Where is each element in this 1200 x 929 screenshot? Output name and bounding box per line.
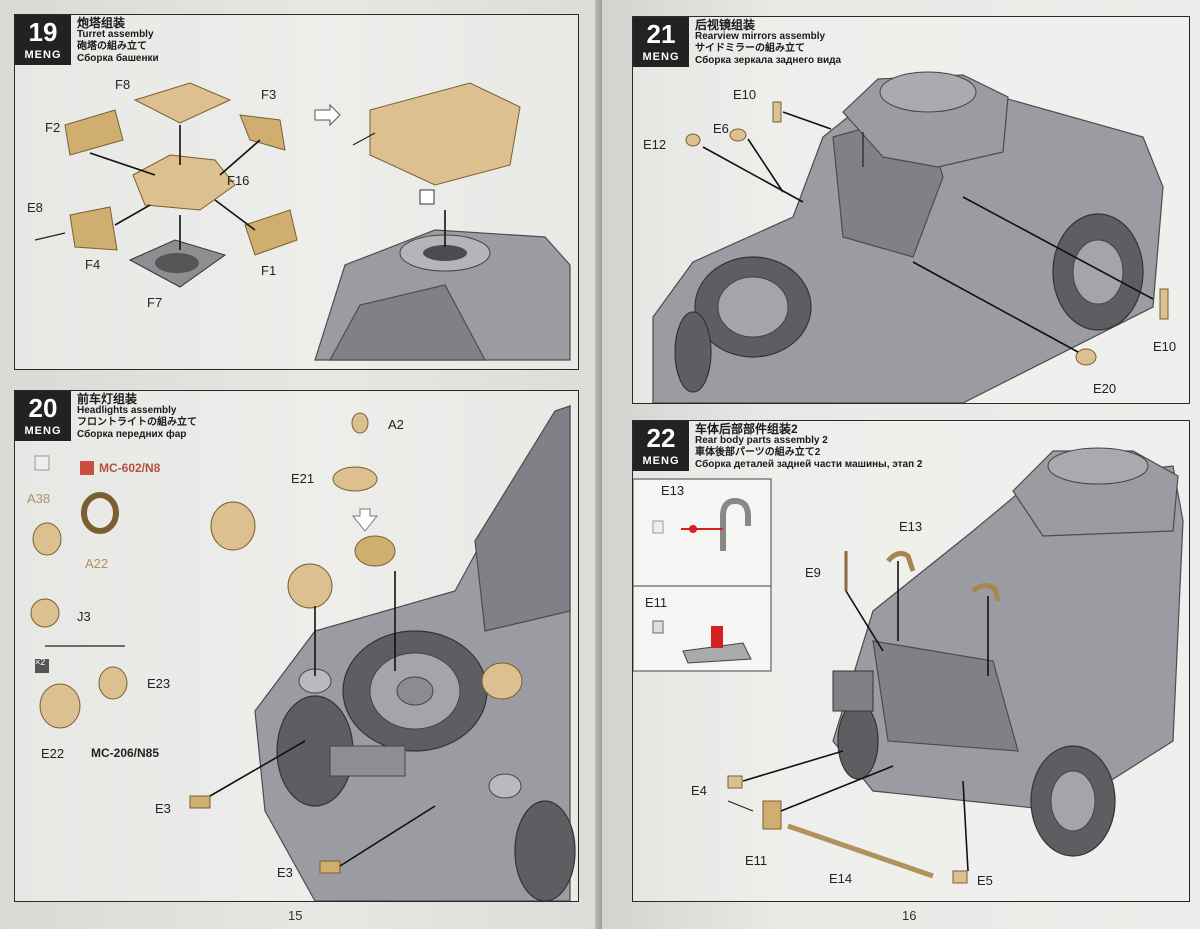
title-ru: Сборка передних фар bbox=[77, 429, 187, 440]
step-number: 22 bbox=[646, 423, 676, 453]
part-label: E8 bbox=[27, 200, 43, 215]
title-ja: 砲塔の組み立て bbox=[77, 41, 147, 52]
step-titles: 车体后部部件组装2 Rear body parts assembly 2 車体後… bbox=[695, 423, 922, 471]
page-left: 19 MENG 炮塔组装 Turret assembly 砲塔の組み立て Сбо… bbox=[0, 0, 598, 929]
part-label: F16 bbox=[227, 173, 250, 188]
brand-logo: MENG bbox=[24, 49, 62, 61]
part-label: F7 bbox=[147, 295, 163, 310]
part-label: E12 bbox=[643, 137, 667, 152]
title-en: Turret assembly bbox=[77, 29, 154, 40]
step-number: 21 bbox=[646, 19, 676, 49]
part-label: E23 bbox=[147, 676, 171, 691]
part-label: F8 bbox=[115, 77, 131, 92]
title-ja: フロントライトの組み立て bbox=[77, 417, 197, 428]
part-label: E4 bbox=[691, 783, 707, 798]
brand-logo: MENG bbox=[642, 51, 680, 63]
step-number: 19 bbox=[28, 17, 58, 47]
part-label: E11 bbox=[645, 595, 668, 610]
part-label: A22 bbox=[85, 556, 109, 571]
brand-logo: MENG bbox=[642, 455, 680, 467]
part-label: E5 bbox=[977, 873, 993, 888]
title-zh: 炮塔组装 bbox=[77, 16, 126, 30]
title-ja: 車体後部パーツの組み立て2 bbox=[695, 447, 821, 458]
step-19-panel: 19 MENG 炮塔组装 Turret assembly 砲塔の組み立て Сбо… bbox=[14, 14, 579, 370]
title-zh: 前车灯组装 bbox=[77, 392, 138, 406]
part-label: E6 bbox=[713, 121, 729, 136]
title-en: Rearview mirrors assembly bbox=[695, 31, 826, 42]
step-21-panel: 21 MENG 后视镜组装 Rearview mirrors assembly … bbox=[632, 16, 1190, 404]
step-badge: 20 MENG bbox=[15, 391, 71, 441]
step-titles: 前车灯组装 Headlights assembly フロントライトの組み立て С… bbox=[77, 393, 197, 441]
title-zh: 车体后部部件组装2 bbox=[695, 422, 798, 436]
part-label: E10 bbox=[733, 87, 757, 102]
part-label: J3 bbox=[77, 609, 91, 624]
paint-code: MC-602/N8 bbox=[99, 461, 161, 475]
page-right: 21 MENG 后视镜组装 Rearview mirrors assembly … bbox=[602, 0, 1200, 929]
part-label: F2 bbox=[45, 120, 61, 135]
title-en: Headlights assembly bbox=[77, 405, 177, 416]
turret-diagram bbox=[34, 82, 571, 361]
title-ru: Сборка зеркала заднего вида bbox=[695, 55, 842, 66]
title-ru: Сборка башенки bbox=[77, 53, 159, 64]
part-label: E14 bbox=[829, 871, 853, 886]
part-label: F4 bbox=[85, 257, 101, 272]
part-label: E10 bbox=[1153, 339, 1177, 354]
part-f8-shape bbox=[133, 82, 232, 124]
quantity-badge: ×2 bbox=[35, 657, 46, 667]
title-en: Rear body parts assembly 2 bbox=[695, 435, 828, 446]
step-titles: 炮塔组装 Turret assembly 砲塔の組み立て Сборка баше… bbox=[77, 17, 159, 65]
step-badge: 21 MENG bbox=[633, 17, 689, 67]
part-label: E11 bbox=[745, 853, 768, 868]
step-badge: 22 MENG bbox=[633, 421, 689, 471]
part-label: F3 bbox=[261, 87, 277, 102]
part-label: E3 bbox=[277, 865, 293, 880]
part-label: E13 bbox=[661, 483, 685, 498]
part-label: E20 bbox=[1093, 381, 1117, 396]
part-label: E3 bbox=[155, 801, 171, 816]
part-label: A2 bbox=[388, 417, 404, 432]
part-label: E9 bbox=[805, 565, 821, 580]
step-titles: 后视镜组装 Rearview mirrors assembly サイドミラーの組… bbox=[695, 19, 841, 67]
rear-body-diagram bbox=[633, 447, 1184, 884]
brand-logo: MENG bbox=[24, 425, 62, 437]
part-label: E22 bbox=[41, 746, 65, 761]
part-label: F1 bbox=[261, 263, 277, 278]
step-badge: 19 MENG bbox=[15, 15, 71, 65]
page-number: 15 bbox=[288, 908, 303, 923]
step-20-panel: 20 MENG 前车灯组装 Headlights assembly フロントライ… bbox=[14, 390, 579, 902]
part-label: E13 bbox=[899, 519, 923, 534]
paint-code: MC-206/N85 bbox=[91, 746, 160, 760]
headlights-diagram bbox=[30, 404, 576, 901]
title-ja: サイドミラーの組み立て bbox=[695, 43, 805, 54]
page-number: 16 bbox=[902, 908, 917, 923]
step-22-panel: 22 MENG 车体后部部件组装2 Rear body parts assemb… bbox=[632, 420, 1190, 902]
mirrors-diagram bbox=[652, 71, 1169, 403]
part-label: A38 bbox=[27, 491, 51, 506]
part-label: E21 bbox=[291, 471, 315, 486]
title-zh: 后视镜组装 bbox=[695, 18, 756, 32]
title-ru: Сборка деталей задней части машины, этап… bbox=[695, 459, 923, 470]
step-number: 20 bbox=[28, 393, 58, 423]
